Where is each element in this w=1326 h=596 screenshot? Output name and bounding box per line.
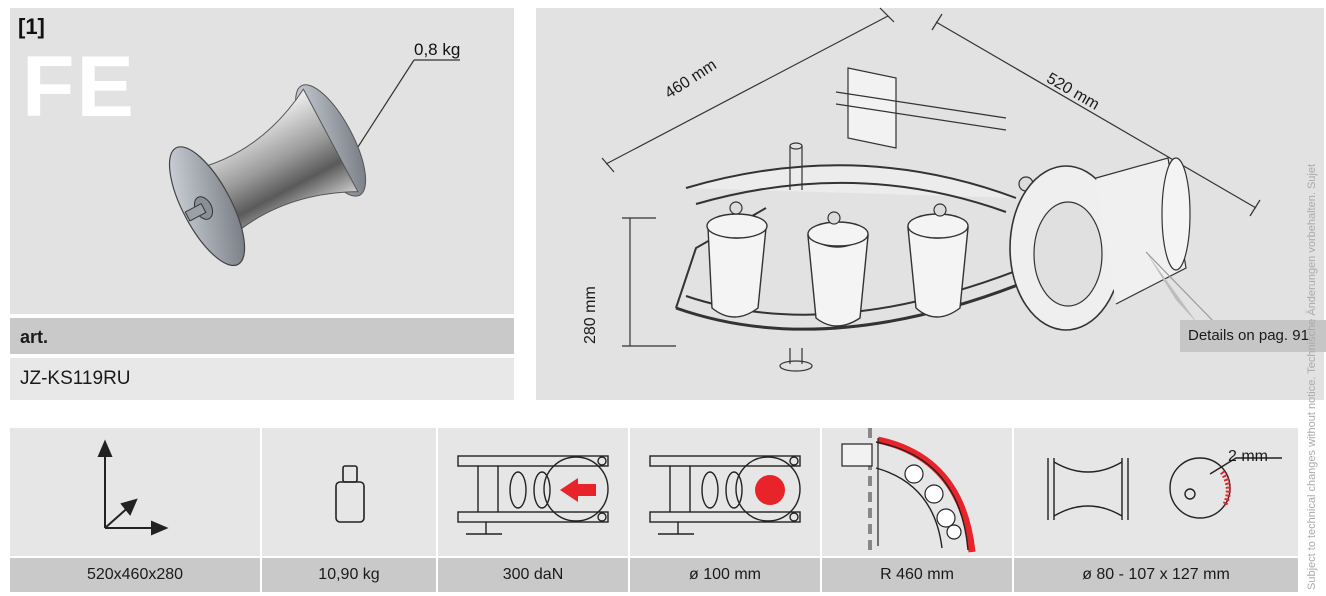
spec-value-radius: R 460 mm xyxy=(822,558,1012,592)
article-header-bar xyxy=(10,318,514,354)
roller-assembly-drawing xyxy=(601,7,1261,372)
article-code-bar xyxy=(10,358,514,400)
details-reference: Details on pag. 91 xyxy=(1180,320,1326,352)
roller-photo xyxy=(168,59,460,267)
weight-icon xyxy=(335,465,365,523)
spec-cell-weight xyxy=(262,428,436,556)
spec-value-weight: 10,90 kg xyxy=(262,558,436,592)
roller-detail-dimension: 2 mm xyxy=(1228,448,1268,465)
spec-cell-dimensions xyxy=(10,428,260,556)
roller-size-icon xyxy=(1047,457,1282,520)
spec-value-force: 300 daN xyxy=(438,558,628,592)
cable-diameter-icon xyxy=(649,455,801,535)
article-code: JZ-KS119RU xyxy=(20,368,131,389)
dimension-height: 280 mm xyxy=(582,286,599,344)
series-label: FE xyxy=(22,39,136,135)
spec-cell-roller xyxy=(1014,428,1298,556)
dimensions-axes-icon xyxy=(97,439,169,536)
spec-value-roller: ø 80 - 107 x 127 mm xyxy=(1014,558,1298,592)
side-disclaimer: Subject to technical changes without not… xyxy=(1306,163,1318,590)
weight-callout: 0,8 kg xyxy=(414,40,461,59)
bend-radius-icon xyxy=(841,428,976,556)
pulling-force-icon xyxy=(457,455,609,535)
item-number: [1] xyxy=(18,14,45,39)
spec-value-diameter: ø 100 mm xyxy=(630,558,820,592)
article-label: art. xyxy=(20,327,49,347)
spec-value-dimensions: 520x460x280 xyxy=(10,558,260,592)
